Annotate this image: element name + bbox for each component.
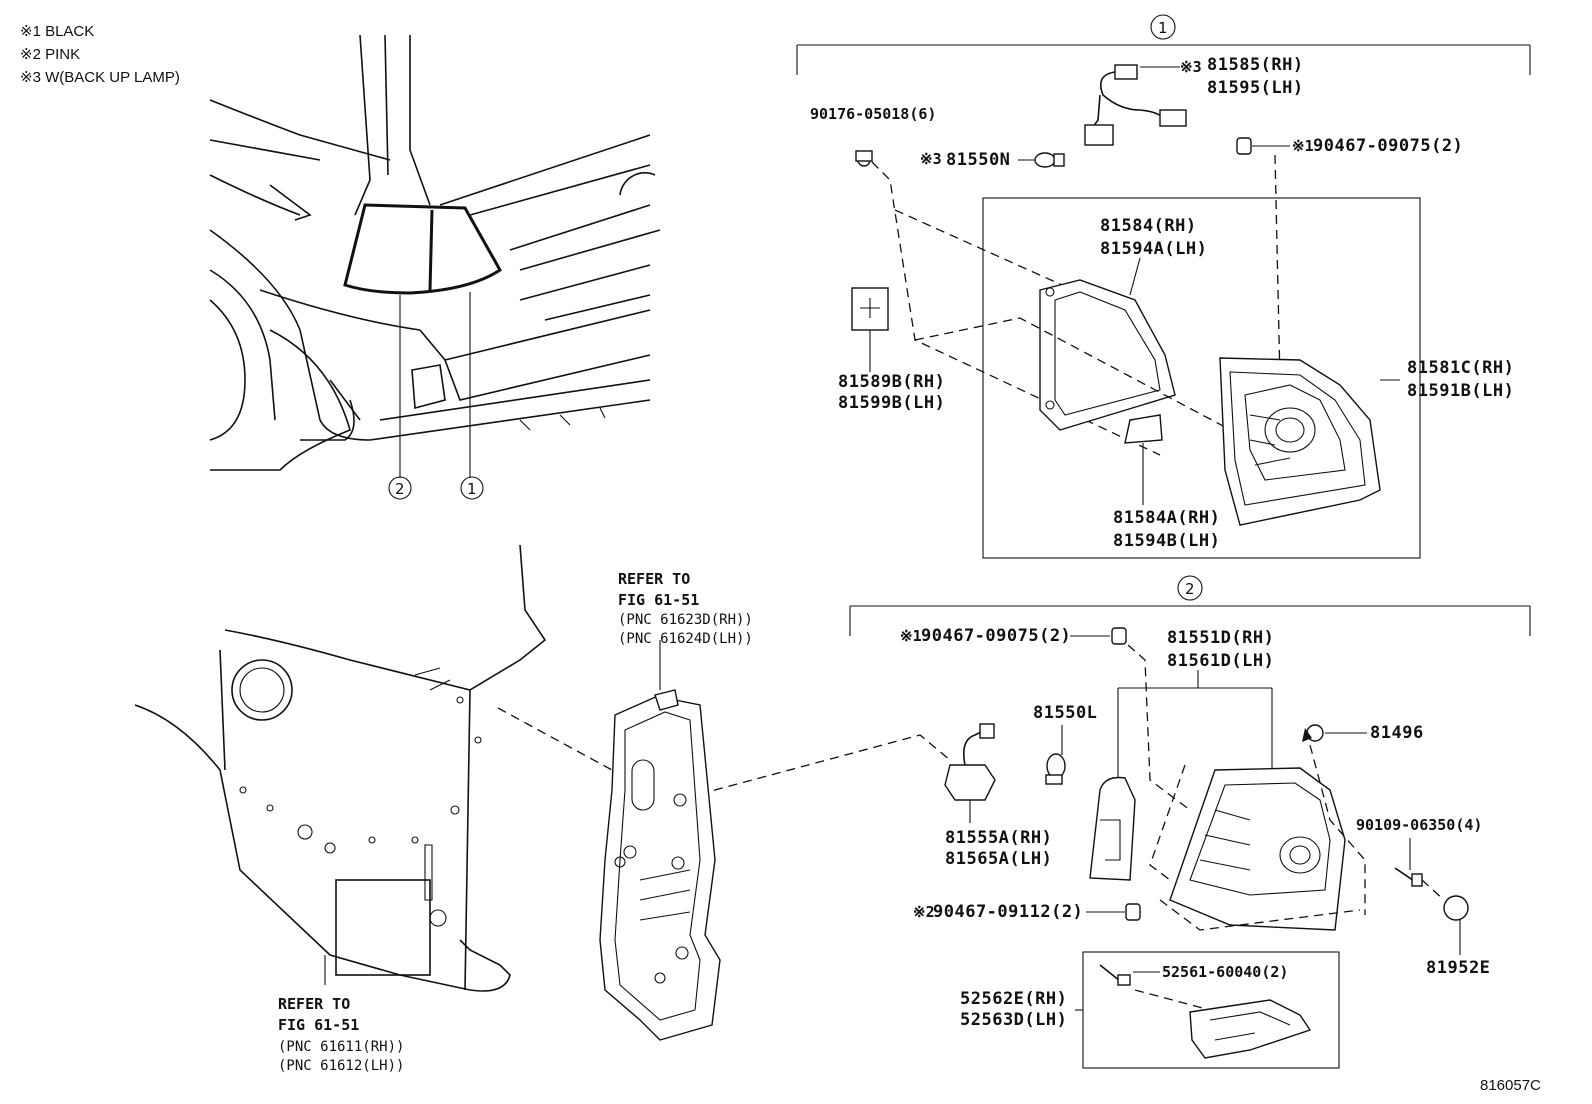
callout-2-lower: 2 (388, 476, 412, 500)
gasket-lh-label: 81594A(LH) (1100, 239, 1207, 259)
screw-clip-label: 90176-05018(6) (810, 105, 936, 123)
clip-90467-09112: ※2 90467-09112(2) (913, 902, 1141, 922)
svg-text:(PNC 61623D(RH)): (PNC 61623D(RH)) (618, 612, 753, 628)
svg-text:1: 1 (1158, 19, 1168, 37)
socket-wire-rh-label: 81585(RH) (1207, 55, 1304, 75)
reflector-screw-label: 52561-60040(2) (1162, 963, 1288, 981)
lamp-housing-plate (1089, 776, 1136, 881)
nut2-mark: ※1 (900, 627, 922, 645)
clip2-label: 90467-09112(2) (933, 902, 1083, 922)
svg-text:(PNC 61611(RH)): (PNC 61611(RH)) (278, 1039, 404, 1055)
quarter-panel-illustration (134, 544, 547, 992)
bulb-label: 81550N (946, 150, 1010, 170)
bulb2-label: 81550L (1033, 703, 1097, 723)
pad-81584a: 81584A(RH) 81594B(LH) (1113, 414, 1220, 551)
clip2-mark: ※2 (913, 903, 935, 921)
lens2-rh-label: 81551D(RH) (1167, 628, 1274, 648)
screw-90109: 90109-06350(4) (1356, 816, 1482, 887)
lens-81551d: 81551D(RH) 81561D(LH) (1117, 628, 1366, 931)
nut-label: 90467-09075(2) (1313, 136, 1463, 156)
socket-wire-81585: ※3 81585(RH) 81595(LH) (1084, 55, 1304, 146)
lens-rh-label: 81581C(RH) (1407, 358, 1514, 378)
callout-1-lower: 1 (460, 476, 484, 500)
refer-note-upper: REFER TO FIG 61-51 (PNC 61623D(RH)) (PNC… (618, 570, 753, 647)
nut-90467-group1: ※1 90467-09075(2) (1236, 136, 1463, 381)
svg-text:FIG 61-51: FIG 61-51 (278, 1016, 359, 1034)
svg-text:REFER TO: REFER TO (618, 570, 690, 588)
reflector-lh-label: 52563D(LH) (960, 1010, 1067, 1030)
bulb-81550n: ※3 81550N (920, 150, 1065, 170)
svg-text:1: 1 (467, 480, 477, 498)
socket-wire-mark: ※3 (1180, 58, 1202, 76)
reflector-rh-label: 52562E(RH) (960, 989, 1067, 1009)
refer-note-lower: REFER TO FIG 61-51 (PNC 61611(RH)) (PNC … (278, 995, 404, 1074)
vehicle-rear-illustration (209, 34, 661, 478)
gasket-rh-label: 81584(RH) (1100, 216, 1197, 236)
svg-text:(PNC 61624D(LH)): (PNC 61624D(LH)) (618, 631, 753, 647)
clip-81496: 81496 (1302, 723, 1424, 743)
bulb-mark: ※3 (920, 150, 942, 168)
figure-id: 816057C (1480, 1077, 1541, 1094)
seal-81589b: 81589B(RH) 81599B(LH) (838, 287, 945, 413)
screw-clip-90176: 90176-05018(6) (810, 105, 1161, 456)
inner-panel-illustration (497, 640, 951, 1041)
screw-label: 90109-06350(4) (1356, 816, 1482, 834)
assembly-1-bracket: 1 (796, 14, 1531, 75)
note-pink: ※2 PINK (20, 46, 80, 63)
cap-81952e: 81952E (1421, 879, 1490, 978)
lens-lh-label: 81591B(LH) (1407, 381, 1514, 401)
svg-text:FIG 61-51: FIG 61-51 (618, 591, 699, 609)
svg-text:2: 2 (1185, 580, 1195, 598)
note-black: ※1 BLACK (20, 23, 94, 40)
nut-mark: ※1 (1292, 137, 1314, 155)
socket-wire-lh-label: 81595(LH) (1207, 78, 1304, 98)
seal-rh-label: 81589B(RH) (838, 372, 945, 392)
svg-text:(PNC 61612(LH)): (PNC 61612(LH)) (278, 1058, 404, 1074)
nut-90467-group2: ※1 90467-09075(2) (900, 626, 1191, 811)
lens-81581c: 81581C(RH) 81591B(LH) (1219, 357, 1514, 526)
assembly-1-box (982, 197, 1421, 559)
seal-lh-label: 81599B(LH) (838, 393, 945, 413)
cap-label: 81952E (1426, 958, 1490, 978)
svg-text:2: 2 (395, 480, 405, 498)
nut2-label: 90467-09075(2) (921, 626, 1071, 646)
gasket-81584: 81584(RH) 81594A(LH) (914, 216, 1241, 436)
socket2-rh-label: 81555A(RH) (945, 828, 1052, 848)
svg-text:REFER TO: REFER TO (278, 995, 350, 1013)
pad-rh-label: 81584A(RH) (1113, 508, 1220, 528)
bulb-81550l: 81550L (1033, 703, 1097, 785)
pad-lh-label: 81594B(LH) (1113, 531, 1220, 551)
socket2-lh-label: 81565A(LH) (945, 849, 1052, 869)
clip-label: 81496 (1370, 723, 1424, 743)
lens2-lh-label: 81561D(LH) (1167, 651, 1274, 671)
reflector-52562e: 52561-60040(2) 52562E(RH) 52563D(LH) (960, 951, 1340, 1069)
color-notes: ※1 BLACK ※2 PINK ※3 W(BACK UP LAMP) (20, 23, 180, 86)
note-white: ※3 W(BACK UP LAMP) (20, 69, 180, 86)
socket-81555a: 81555A(RH) 81565A(LH) (944, 723, 1052, 869)
assembly-2-bracket: 2 (849, 575, 1531, 636)
